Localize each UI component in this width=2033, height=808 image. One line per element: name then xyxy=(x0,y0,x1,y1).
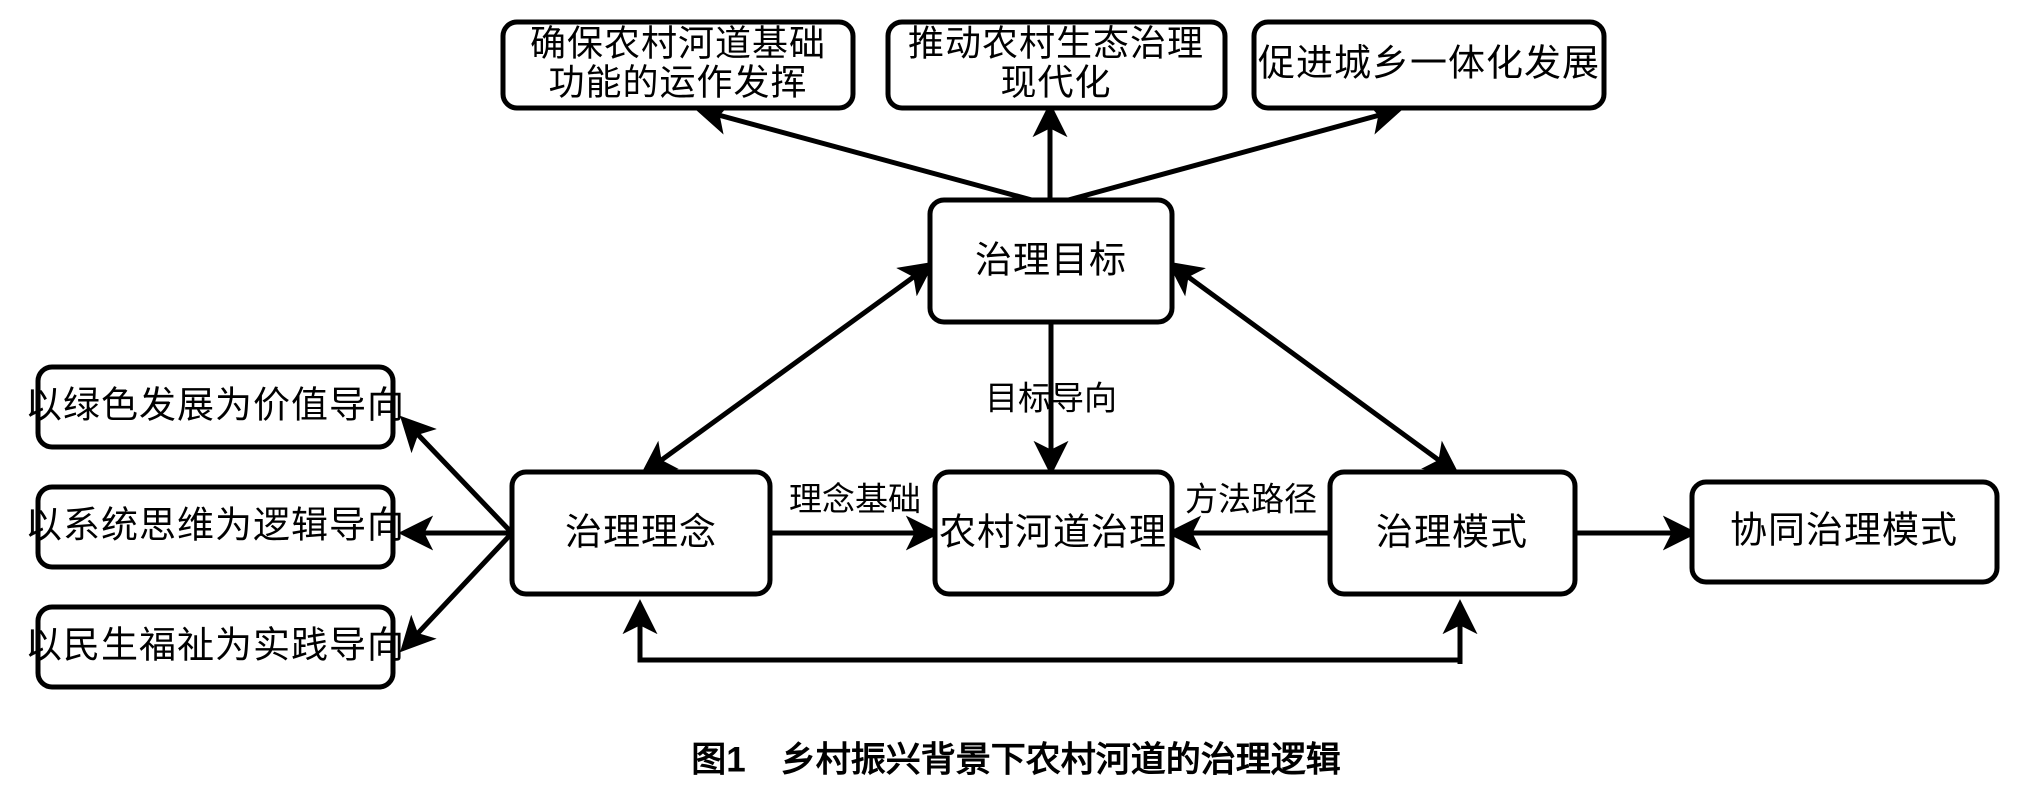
node-goal-outcome-3-label: 促进城乡一体化发展 xyxy=(1258,42,1600,84)
edge-goal-concept-bidirectional xyxy=(640,261,935,476)
edge-feedback-loop-to-concept xyxy=(622,599,1463,664)
node-governance-model-box[interactable] xyxy=(1327,469,1578,597)
node-orientation-3-box[interactable] xyxy=(35,604,396,690)
node-orientation-2[interactable]: 以系统思维为逻辑导向 xyxy=(25,484,405,570)
node-goal-outcome-1-line1: 确保农村河道基础 xyxy=(530,23,826,63)
node-rural-river-governance[interactable]: 农村河道治理 xyxy=(932,469,1175,597)
node-orientation-1-box[interactable] xyxy=(35,364,396,450)
edge-label-concept-basis: 理念基础 xyxy=(789,482,921,519)
edge-label-goal-orientation: 目标导向 xyxy=(985,381,1117,418)
node-collaborative-model-label: 协同治理模式 xyxy=(1730,509,1958,551)
node-governance-goal-label: 治理目标 xyxy=(975,240,1127,281)
node-orientation-1-label: 以绿色发展为价值导向 xyxy=(25,384,405,426)
node-goal-outcome-1-line2: 功能的运作发挥 xyxy=(548,62,807,102)
node-orientation-3-label: 以民生福祉为实践导向 xyxy=(25,624,405,666)
node-governance-goal-box[interactable] xyxy=(927,197,1175,325)
figure-caption-text: 图1 乡村振兴背景下农村河道的治理逻辑 xyxy=(691,740,1340,779)
node-goal-outcome-2-line1: 推动农村生态治理 xyxy=(908,23,1204,63)
node-governance-concept-box[interactable] xyxy=(509,469,773,597)
node-goal-outcome-3[interactable]: 促进城乡一体化发展 xyxy=(1251,19,1607,111)
node-rural-river-governance-label: 农村河道治理 xyxy=(939,511,1167,553)
node-governance-goal[interactable]: 治理目标 xyxy=(927,197,1175,325)
node-orientation-2-box[interactable] xyxy=(35,484,396,570)
edge-goal-to-outcome3 xyxy=(1049,100,1404,208)
node-orientation-2-label: 以系统思维为逻辑导向 xyxy=(25,504,405,546)
node-orientation-3[interactable]: 以民生福祉为实践导向 xyxy=(25,604,405,690)
edge-goal-model-bidirectional xyxy=(1167,261,1460,476)
node-collaborative-model-box[interactable] xyxy=(1689,479,2000,585)
nodes-layer: 确保农村河道基础 功能的运作发挥 推动农村生态治理 现代化 促进城乡一体化发展 … xyxy=(25,19,2000,690)
node-goal-outcome-2-line2: 现代化 xyxy=(1000,62,1111,102)
node-collaborative-model[interactable]: 协同治理模式 xyxy=(1689,479,2000,585)
node-goal-outcome-1-box[interactable] xyxy=(500,19,856,111)
edge-goal-to-outcome1 xyxy=(694,100,1051,208)
figure-caption: 图1 乡村振兴背景下农村河道的治理逻辑 xyxy=(691,740,1340,779)
edge-label-method-path: 方法路径 xyxy=(1185,482,1317,519)
node-governance-concept-label: 治理理念 xyxy=(565,511,717,553)
node-goal-outcome-2-box[interactable] xyxy=(885,19,1228,111)
node-governance-model[interactable]: 治理模式 xyxy=(1327,469,1578,597)
node-goal-outcome-2[interactable]: 推动农村生态治理 现代化 xyxy=(885,19,1228,111)
edge-concept-to-orientation3 xyxy=(400,531,514,653)
node-rural-river-governance-box[interactable] xyxy=(932,469,1175,597)
edge-concept-to-orientation1 xyxy=(399,415,514,535)
node-governance-concept[interactable]: 治理理念 xyxy=(509,469,773,597)
edges-layer xyxy=(398,100,1698,664)
node-goal-outcome-1[interactable]: 确保农村河道基础 功能的运作发挥 xyxy=(500,19,856,111)
edge-labels-layer: 目标导向 理念基础 方法路径 xyxy=(789,381,1317,519)
node-goal-outcome-3-box[interactable] xyxy=(1251,19,1607,111)
node-orientation-1[interactable]: 以绿色发展为价值导向 xyxy=(25,364,405,450)
node-governance-model-label: 治理模式 xyxy=(1376,511,1528,553)
